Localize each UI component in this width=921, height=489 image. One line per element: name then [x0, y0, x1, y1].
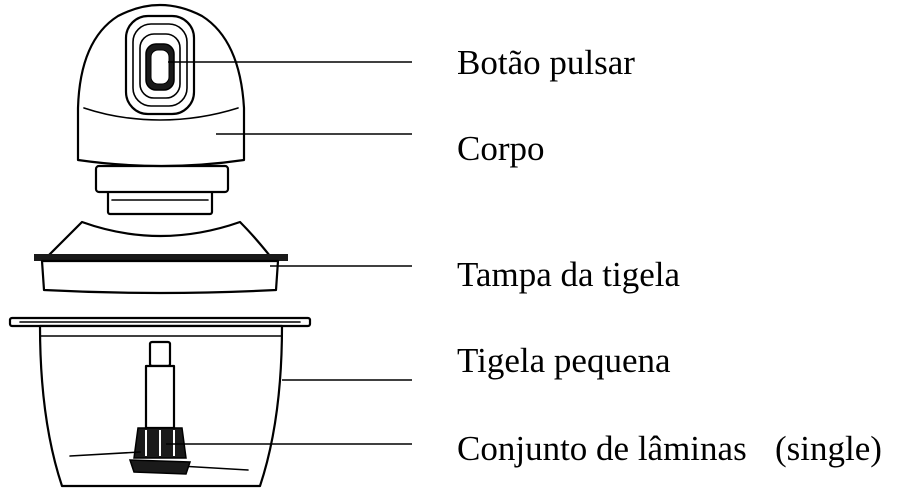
pulse-button: [124, 14, 196, 116]
bowl-lid: [34, 220, 288, 295]
label-blade-assembly: Conjunto de lâminas: [457, 429, 747, 468]
label-small-bowl: Tigela pequena: [457, 341, 671, 380]
label-pulse-button: Botão pulsar: [457, 43, 635, 82]
blade-assembly: [69, 340, 249, 475]
label-bowl-lid: Tampa da tigela: [457, 255, 680, 294]
label-blade-assembly-note: (single): [775, 429, 882, 468]
label-body: Corpo: [457, 129, 545, 168]
